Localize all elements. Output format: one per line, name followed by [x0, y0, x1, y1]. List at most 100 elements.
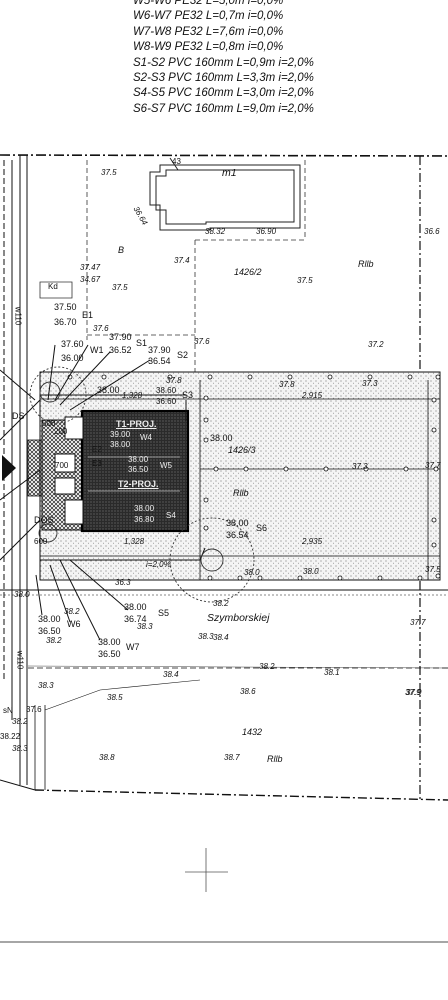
node-id: S1 [136, 338, 148, 348]
node-id: E1 [82, 310, 94, 320]
parcel-number: 1426/2 [234, 267, 262, 277]
node-top-level: 38.60 [156, 386, 177, 395]
spot-height: 38.2 [64, 607, 80, 616]
spot-height: 38.8 [99, 753, 115, 762]
street-lines [0, 589, 448, 943]
spot-height: 38.6 [240, 687, 256, 696]
legend-line: S4-S5 PVC 160mm L=3,0m i=2,0% [133, 87, 314, 100]
building-level: 38.00 [110, 440, 131, 449]
building-level: 36.50 [128, 465, 149, 474]
slope: i=2,0% [146, 560, 171, 569]
spot-height: 37.7 [410, 618, 426, 627]
parcel-label: m1 [222, 167, 237, 179]
node-top-level: 37.60 [61, 339, 84, 349]
node-id: S6 [256, 523, 268, 533]
node-id: S5 [158, 608, 170, 618]
label-ds: DS [12, 411, 25, 421]
spot-height: 37.47 [80, 263, 101, 272]
legend-line: W6-W7 PE32 L=0,7m i=0,0% [133, 10, 284, 23]
building-level: 39.00 [110, 430, 131, 439]
legend-line: W5-W6 PE32 L=5,0m i=0,0% [133, 0, 284, 7]
entrance-marker [2, 439, 43, 497]
label-number: 38.22 [0, 732, 21, 741]
spot-height: 38.3 [198, 632, 214, 641]
level: 38.00 [97, 385, 120, 395]
node-id: S4 [166, 511, 176, 520]
spot-height: 36.90 [256, 227, 277, 236]
spot-height: 37.9 [405, 688, 421, 697]
building-label: T2-PROJ. [118, 479, 159, 489]
existing-building-m1 [149, 157, 301, 231]
pipe-spec-legend: W5-W6 PE32 L=5,0m i=0,0% W6-W7 PE32 L=0,… [133, 0, 314, 117]
building-level: 36.80 [134, 515, 155, 524]
node-bottom-level: 36.60 [156, 397, 177, 406]
node-bottom-level: 36.70 [54, 317, 77, 327]
node-top-level: 38.00 [124, 602, 147, 612]
legend-line: S1-S2 PVC 160mm L=0,9m i=2,0% [133, 56, 314, 69]
dimension: 2,915 [302, 391, 323, 400]
spot-height: 37.3 [362, 379, 378, 388]
spot-height: 37.7 [425, 461, 441, 470]
label-dos: DOS [34, 515, 54, 525]
spot-height: 38.4 [163, 670, 179, 679]
dimension: 1,328 [124, 537, 145, 546]
node-id: W5 [160, 461, 172, 470]
node-bottom-level: 36.54 [148, 356, 171, 366]
land-class: Rllb [267, 754, 283, 764]
spot-height: 38.7 [224, 753, 240, 762]
label-number: 500 [42, 419, 56, 428]
building-level: 38.00 [134, 504, 155, 513]
node-bottom-level: 36.50 [38, 626, 61, 636]
land-class: Rllb [358, 259, 374, 269]
node-id: W4 [140, 433, 152, 442]
label-number: 37.6 [26, 705, 42, 714]
spot-height: 38.32 [205, 227, 226, 236]
legend-line: W7-W8 PE32 L=7,6m i=0,0% [133, 25, 284, 38]
spot-height: 37.8 [279, 380, 295, 389]
lot-lines [39, 160, 306, 372]
label-kd: Kd [48, 282, 58, 291]
survey-points [67, 374, 441, 581]
node-bottom-level: 36.50 [98, 649, 121, 659]
node-top-level: 37.50 [54, 302, 77, 312]
node-bottom-level: 36.00 [61, 353, 84, 363]
legend-line: S6-S7 PVC 160mm L=9,0m i=2,0% [133, 102, 314, 115]
spot-height: 37.6 [93, 324, 109, 333]
spot-height: 37.2 [368, 340, 384, 349]
dimension: 2,935 [302, 537, 323, 546]
spot-height: 37.5 [425, 565, 441, 574]
node-top-level: 37.90 [148, 345, 171, 355]
node-top-level: 38.00 [38, 614, 61, 624]
reference-circles [29, 366, 255, 603]
node-bottom-level: 36.54 [226, 530, 249, 540]
spot-height: 37.5 [101, 168, 117, 177]
node-top-level: 38.00 [226, 518, 249, 528]
spot-height: 38.3 [38, 681, 54, 690]
spot-height: 36.3 [115, 578, 131, 587]
label-e3: E3 [92, 459, 102, 468]
land-class: Rllb [233, 488, 249, 498]
spot-height: 38.2 [213, 599, 229, 608]
spot-height: 37.3 [352, 462, 368, 471]
node-id: S2 [177, 350, 189, 360]
label-number: 43 [172, 157, 181, 166]
proposed-building [41, 409, 190, 533]
node-id: S3 [182, 390, 194, 400]
parcel-number: 1432 [242, 727, 263, 737]
node-id: W6 [67, 619, 81, 629]
legend-line: S2-S3 PVC 160mm L=3,3m i=2,0% [133, 71, 314, 84]
spot-height: 38.2 [12, 717, 28, 726]
label-number: 200 [54, 427, 68, 436]
spot-height: 37.9 [406, 688, 422, 697]
node-id: W1 [90, 345, 104, 355]
node-bottom-level: 36.52 [109, 345, 132, 355]
parcel-label: B [118, 245, 125, 255]
spot-height: 37.6 [194, 337, 210, 346]
spot-height: 38.0 [303, 567, 319, 576]
spot-height: 38.4 [213, 633, 229, 642]
spot-height: 38.2 [259, 662, 275, 671]
spot-height: 38.0 [244, 568, 260, 577]
spot-height: 38.1 [324, 668, 340, 677]
